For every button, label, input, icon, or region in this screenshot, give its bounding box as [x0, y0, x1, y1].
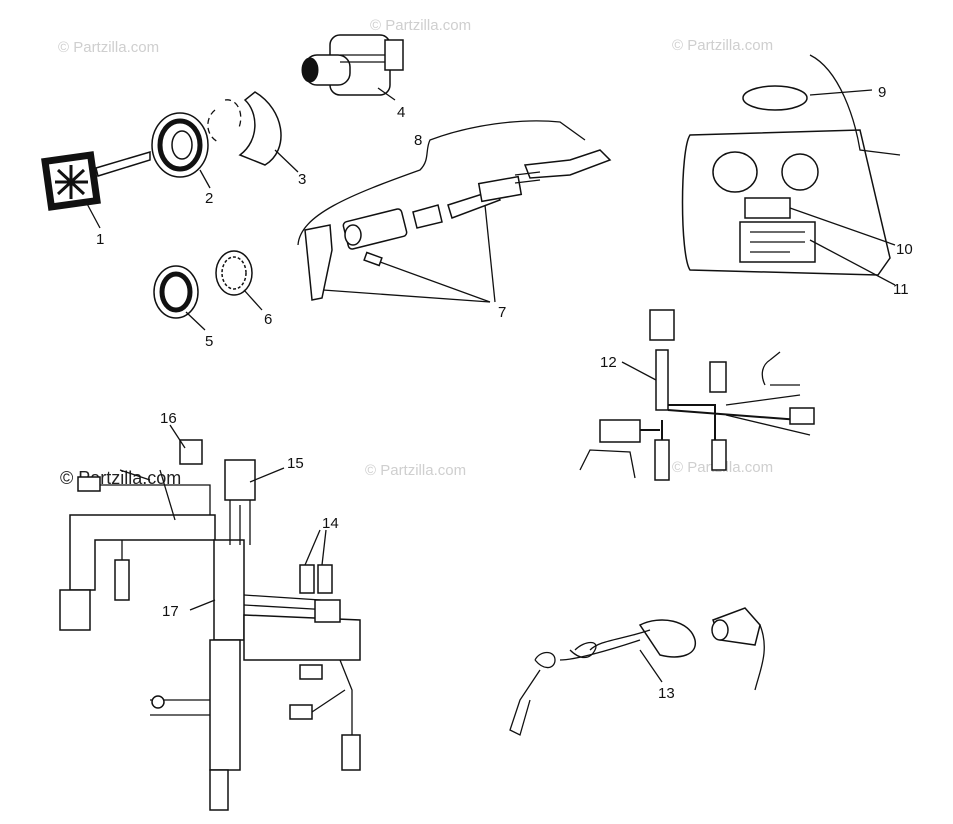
- watermark: © Partzilla.com: [672, 37, 773, 54]
- choke-assembly-part: [297, 120, 612, 301]
- callout-7: 7: [498, 304, 506, 321]
- callout-4: 4: [397, 104, 405, 121]
- nut-part: [153, 265, 199, 319]
- callout-17: 17: [162, 603, 179, 620]
- watermark: © Partzilla.com: [370, 17, 471, 34]
- callout-12: 12: [600, 354, 617, 371]
- callout-1: 1: [96, 231, 104, 248]
- callout-14: 14: [322, 515, 339, 532]
- wire-harness-part: [579, 309, 815, 481]
- callout-16: 16: [160, 410, 177, 427]
- callout-5: 5: [205, 333, 213, 350]
- bezel-nut-part: [151, 112, 209, 178]
- console-part: [681, 54, 901, 276]
- callout-15: 15: [287, 455, 304, 472]
- plate-part: [207, 91, 282, 166]
- watermark: © Partzilla.com: [58, 39, 159, 56]
- tether-switch-part: [509, 607, 765, 736]
- callout-3: 3: [298, 171, 306, 188]
- callout-13: 13: [658, 685, 675, 702]
- key-part: [41, 150, 151, 211]
- callout-labels: 1 2 3 4 5 6 7 8 9 10 11 12 13 14 15 16 1…: [96, 84, 913, 702]
- callout-6: 6: [264, 311, 272, 328]
- leader-lines: [84, 87, 896, 683]
- callout-2: 2: [205, 190, 213, 207]
- main-wire-harness-part: [59, 439, 361, 811]
- ignition-switch-part: [301, 34, 404, 96]
- watermark: © Partzilla.com: [365, 462, 466, 479]
- callout-9: 9: [878, 84, 886, 101]
- lock-washer-part: [215, 250, 253, 296]
- callout-10: 10: [896, 241, 913, 258]
- callout-11: 11: [893, 281, 909, 298]
- callout-8: 8: [414, 132, 422, 149]
